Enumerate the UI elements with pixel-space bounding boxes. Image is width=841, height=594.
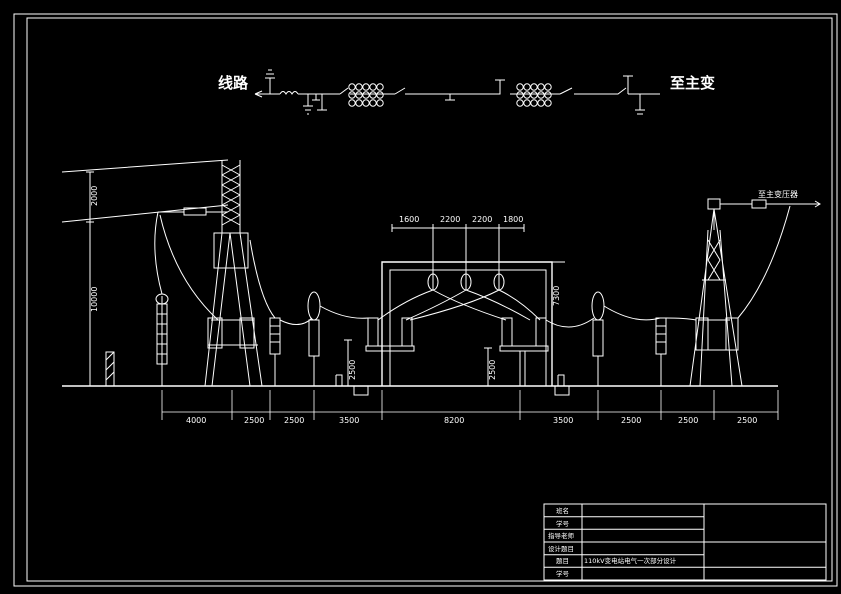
arrow-left-icon [254, 90, 280, 98]
bottom-dim-3: 2500 [284, 416, 304, 425]
ct-chain-left [348, 83, 384, 107]
bottom-dim-4: 3500 [339, 416, 359, 425]
central-gantry: 7300 1600 2200 2200 1800 2500 [365, 215, 570, 396]
top-dim-1: 1600 [399, 215, 419, 224]
ct-chain-right [516, 83, 552, 107]
dim-right-support: 2500 [488, 360, 497, 380]
bottom-dim-1: 4000 [186, 416, 206, 425]
left-line-tower: 2000 10000 [61, 159, 263, 387]
dim-gantry-height: 7300 [552, 286, 561, 306]
to-main-transformer-label: 至主变 [670, 74, 715, 92]
bottom-dim-7: 2500 [621, 416, 641, 425]
dim-tower-height: 10000 [90, 287, 99, 312]
bottom-dim-6: 3500 [553, 416, 573, 425]
bottom-dim-5: 8200 [444, 416, 464, 425]
tb-row3-label: 指导老师 [548, 531, 575, 540]
outer-frame [13, 13, 838, 587]
tb-row5-value: 110kV变电站电气一次部分设计 [584, 556, 677, 565]
dim-top-span: 2000 [90, 186, 99, 206]
bottom-dimension-chain: 4000 2500 2500 3500 8200 3500 2500 2500 … [161, 390, 779, 425]
tb-row2-label: 学号 [556, 519, 570, 528]
ground-icon [303, 94, 313, 115]
tb-row1-label: 班名 [556, 506, 569, 515]
inner-frame [26, 17, 833, 582]
right-equipment [545, 291, 697, 386]
tb-row6-label: 学号 [556, 569, 570, 578]
left-equipment: 2500 [249, 239, 369, 396]
dim-left-support: 2500 [348, 360, 357, 380]
tb-row5-label: 题目 [556, 557, 569, 565]
bottom-dim-2: 2500 [244, 416, 264, 425]
line-trap-icon [279, 91, 299, 95]
bottom-dim-9: 2500 [737, 416, 757, 425]
line-side-label: 线路 [218, 74, 249, 92]
tb-row4-label: 设计题目 [548, 544, 574, 553]
right-tower: 至主变压器 [689, 189, 821, 387]
single-line-schematic: 线路 至主变 [218, 69, 715, 115]
top-dim-3: 2200 [472, 215, 492, 224]
top-dim-4: 1800 [503, 215, 523, 224]
title-block: 班名 学号 指导老师 设计题目 题目 110kV变电站电气一次部分设计 学号 [543, 503, 827, 581]
to-main-transformer-device-label: 至主变压器 [758, 189, 798, 199]
bottom-dim-8: 2500 [678, 416, 698, 425]
top-dim-2: 2200 [440, 215, 460, 224]
